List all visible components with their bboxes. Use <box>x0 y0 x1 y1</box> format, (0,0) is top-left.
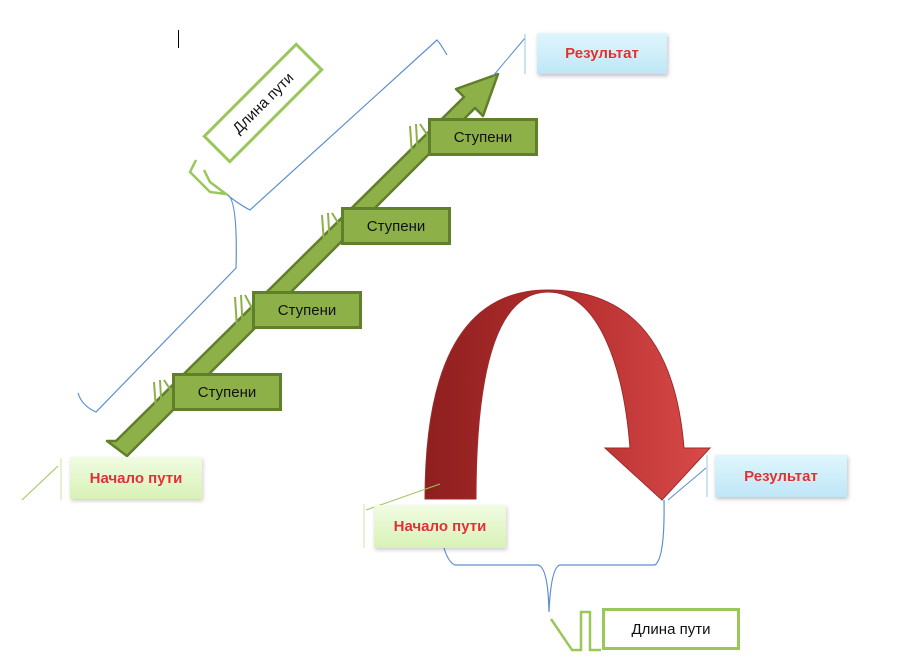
result-connector-left <box>492 37 526 77</box>
step-box-3: Ступени <box>341 207 451 245</box>
step-tails <box>153 123 429 416</box>
result-box-right: Результат <box>715 455 847 497</box>
step-box-2: Ступени <box>252 291 362 329</box>
result-connector-right <box>667 467 707 501</box>
diagonal-arrow <box>105 72 500 458</box>
step-label-3: Ступени <box>366 217 426 235</box>
path-length-box-left: Длина пути <box>202 42 324 164</box>
step-box-1: Ступени <box>172 373 282 411</box>
callout-tail-left <box>188 159 231 196</box>
path-length-box-right: Длина пути <box>602 608 740 650</box>
start-box-right: Начало пути <box>374 505 506 548</box>
step-label-2: Ступени <box>277 301 337 319</box>
step-label-1: Ступени <box>197 383 257 401</box>
start-label-right: Начало пути <box>393 518 487 535</box>
arc-arrow <box>424 289 712 501</box>
step-box-4: Ступени <box>428 118 538 156</box>
step-label-4: Ступени <box>453 128 513 146</box>
callout-tail-right <box>549 610 601 652</box>
start-label-left: Начало пути <box>89 469 183 487</box>
start-connector-left <box>21 465 59 501</box>
start-box-left: Начало пути <box>70 457 202 499</box>
result-label-left: Результат <box>565 45 639 62</box>
path-length-label-right: Длина пути <box>631 620 711 638</box>
result-box-left: Результат <box>537 33 667 74</box>
result-label-right: Результат <box>744 467 818 485</box>
text-cursor <box>178 30 179 48</box>
path-length-brace-right <box>437 499 665 613</box>
